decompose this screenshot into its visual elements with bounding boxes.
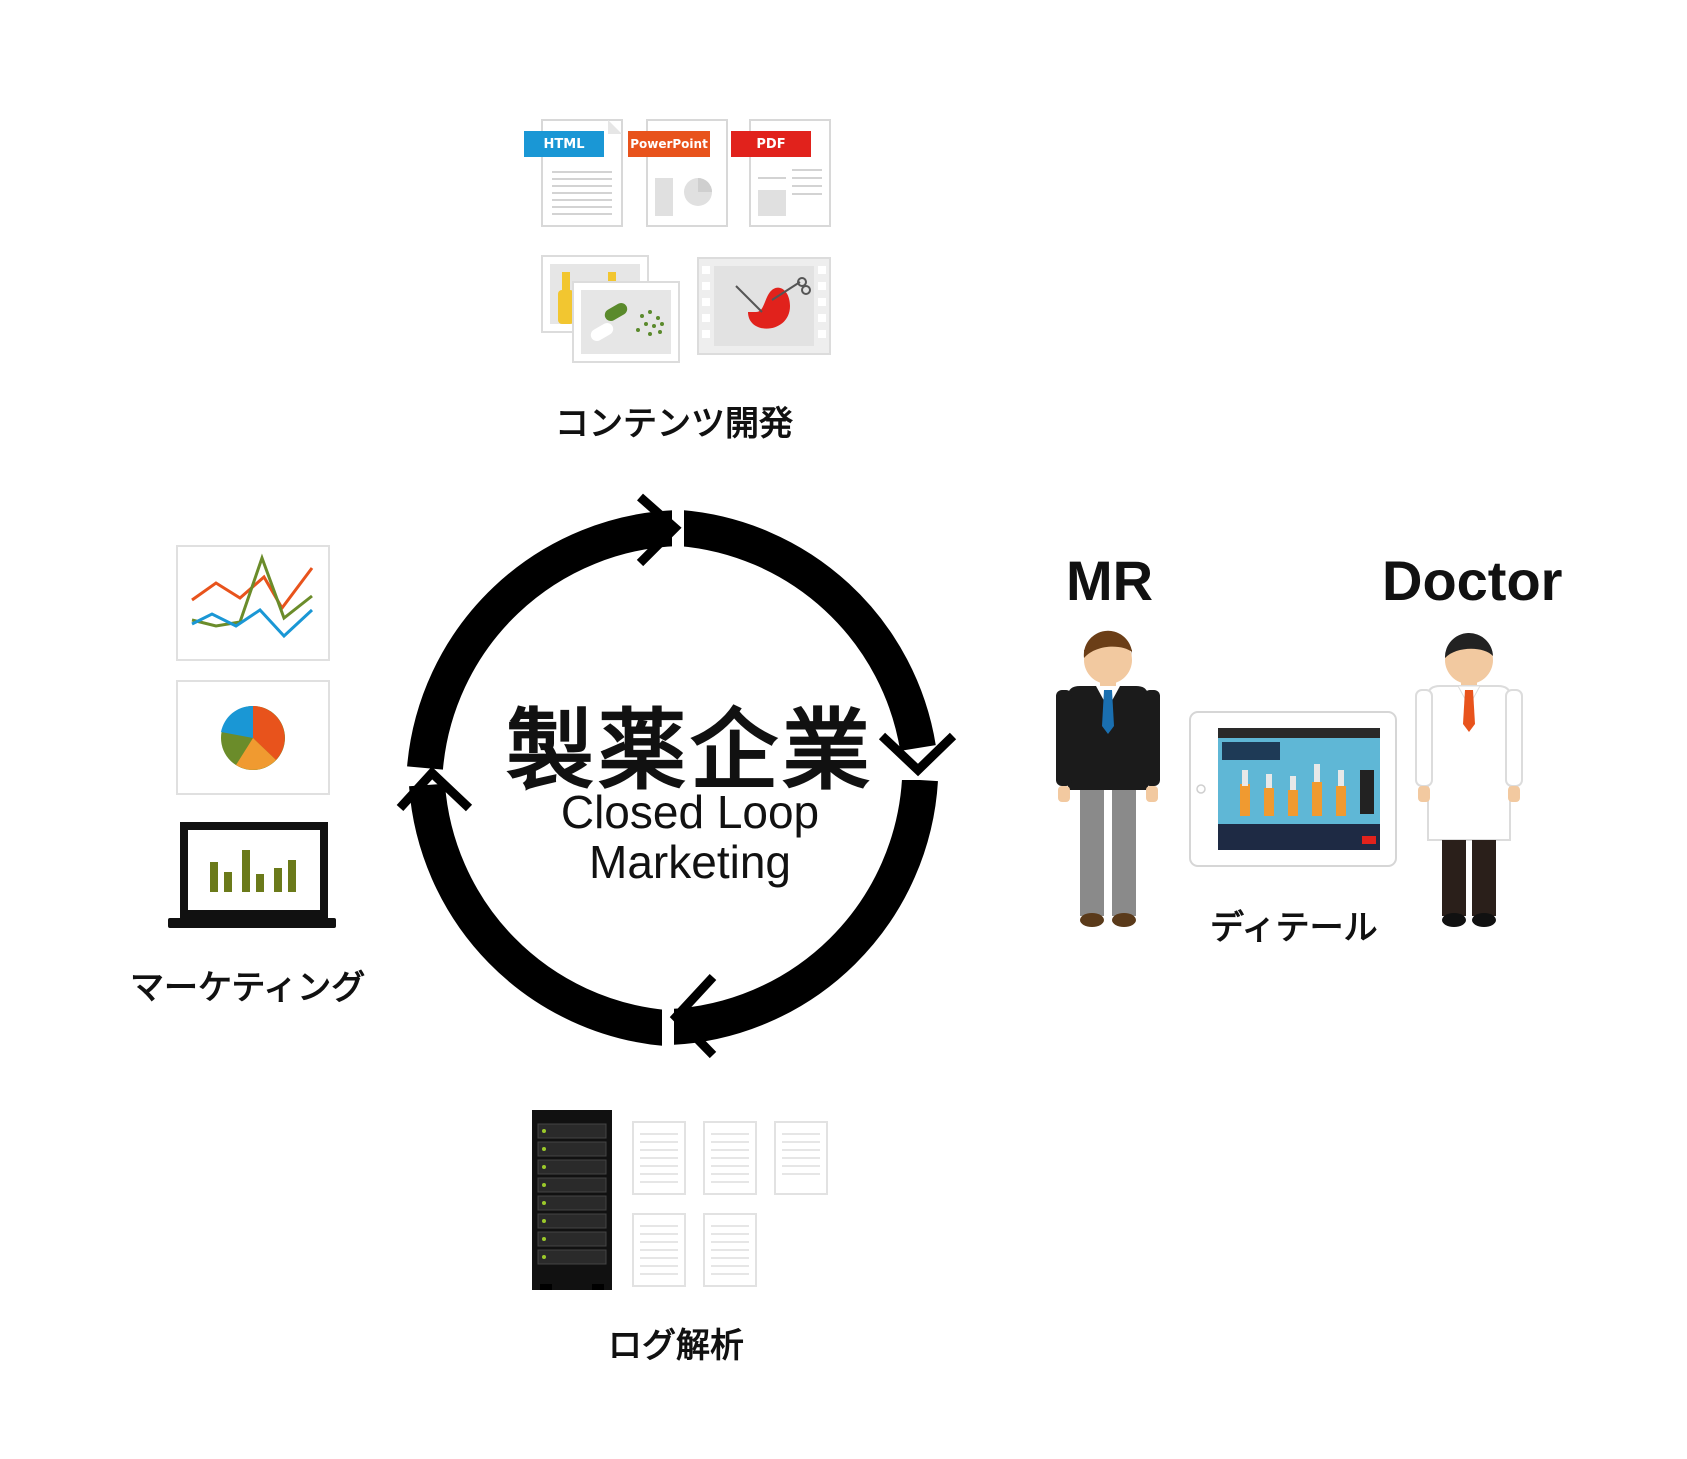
center-subtitle-line1: Closed Loop — [560, 786, 820, 838]
mr-person-icon — [1056, 630, 1160, 927]
arrow-heads — [396, 493, 957, 1059]
log-analysis-label: ログ解析 — [608, 1326, 744, 1366]
log-file-icons — [632, 1121, 828, 1287]
arrow-head-left — [396, 766, 473, 812]
powerpoint-tag-label: PowerPoint — [630, 137, 708, 151]
arc-left-to-top — [407, 510, 679, 770]
arc-bottom-to-left — [409, 783, 667, 1046]
html-doc-icon — [524, 119, 623, 227]
log-file-lines — [640, 1133, 820, 1275]
center-subtitle-line2: Marketing — [589, 836, 791, 888]
arc-right-to-bottom — [669, 778, 938, 1045]
center-title: 製薬企業 — [505, 699, 874, 802]
powerpoint-doc-icon — [628, 119, 728, 227]
arc-top-to-right — [678, 510, 936, 752]
pdf-tag-label: PDF — [756, 137, 786, 152]
doctor-label: Doctor — [1382, 549, 1563, 612]
marketing-label: マーケティング — [130, 968, 366, 1008]
cycle-arrows — [407, 510, 938, 1046]
line-chart-icon — [176, 545, 330, 661]
arrow-head-right — [878, 732, 957, 777]
pie-chart-icon — [176, 680, 330, 795]
video-surgery-icon — [697, 257, 831, 355]
center-subtitle: Closed Loop Marketing — [480, 787, 900, 887]
content-dev-label: コンテンツ開発 — [555, 404, 793, 444]
doctor-person-icon — [1415, 632, 1523, 927]
laptop-bar-chart-icon — [168, 822, 336, 928]
detail-label: ディテール — [1210, 908, 1378, 948]
html-tag-label: HTML — [543, 137, 585, 152]
mr-label: MR — [1066, 549, 1154, 612]
arrow-head-top — [636, 493, 682, 567]
pdf-doc-icon — [731, 119, 831, 227]
arrow-head-bottom — [669, 973, 717, 1059]
server-rack-icon — [532, 1110, 612, 1290]
tablet-detailing-icon — [1189, 711, 1397, 867]
photo-pills-icon — [572, 281, 680, 363]
